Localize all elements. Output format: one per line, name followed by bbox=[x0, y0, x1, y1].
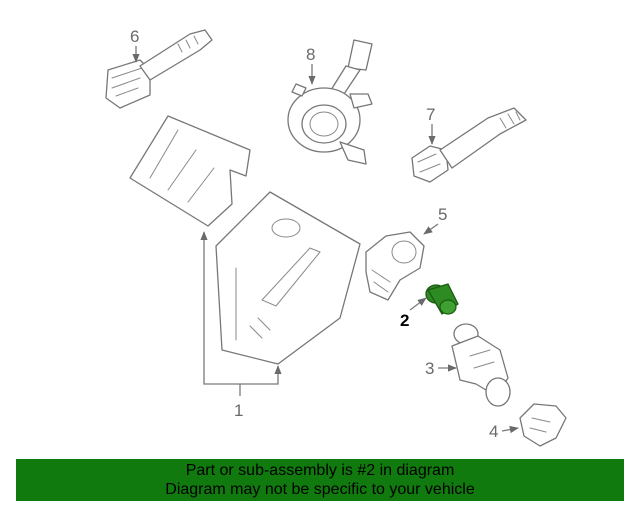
part-7-multifunction-switch[interactable] bbox=[411, 107, 527, 183]
info-banner: Part or sub-assembly is #2 in diagram Di… bbox=[16, 459, 624, 501]
banner-line-2: Diagram may not be specific to your vehi… bbox=[165, 481, 475, 498]
callout-6: 6 bbox=[130, 27, 139, 46]
callout-8: 8 bbox=[306, 45, 315, 64]
part-2-lock-cylinder[interactable] bbox=[425, 283, 459, 315]
part-1-lower-cover[interactable] bbox=[215, 191, 361, 365]
part-8-clockspring[interactable] bbox=[287, 39, 373, 165]
part-3-ignition-switch[interactable] bbox=[451, 323, 511, 407]
part-5-ignition-housing[interactable] bbox=[365, 231, 425, 301]
callout-7: 7 bbox=[426, 105, 435, 124]
part-6-wiper-switch[interactable] bbox=[105, 29, 213, 109]
callout-2: 2 bbox=[400, 311, 409, 330]
callout-3: 3 bbox=[425, 359, 434, 378]
part-4-transceiver[interactable] bbox=[519, 403, 567, 447]
part-1-upper-cover[interactable] bbox=[129, 115, 251, 227]
callout-4: 4 bbox=[489, 422, 498, 441]
callout-5: 5 bbox=[438, 205, 447, 224]
banner-line-1: Part or sub-assembly is #2 in diagram bbox=[185, 462, 455, 479]
leader-lines bbox=[132, 46, 519, 434]
callout-1: 1 bbox=[234, 401, 243, 420]
